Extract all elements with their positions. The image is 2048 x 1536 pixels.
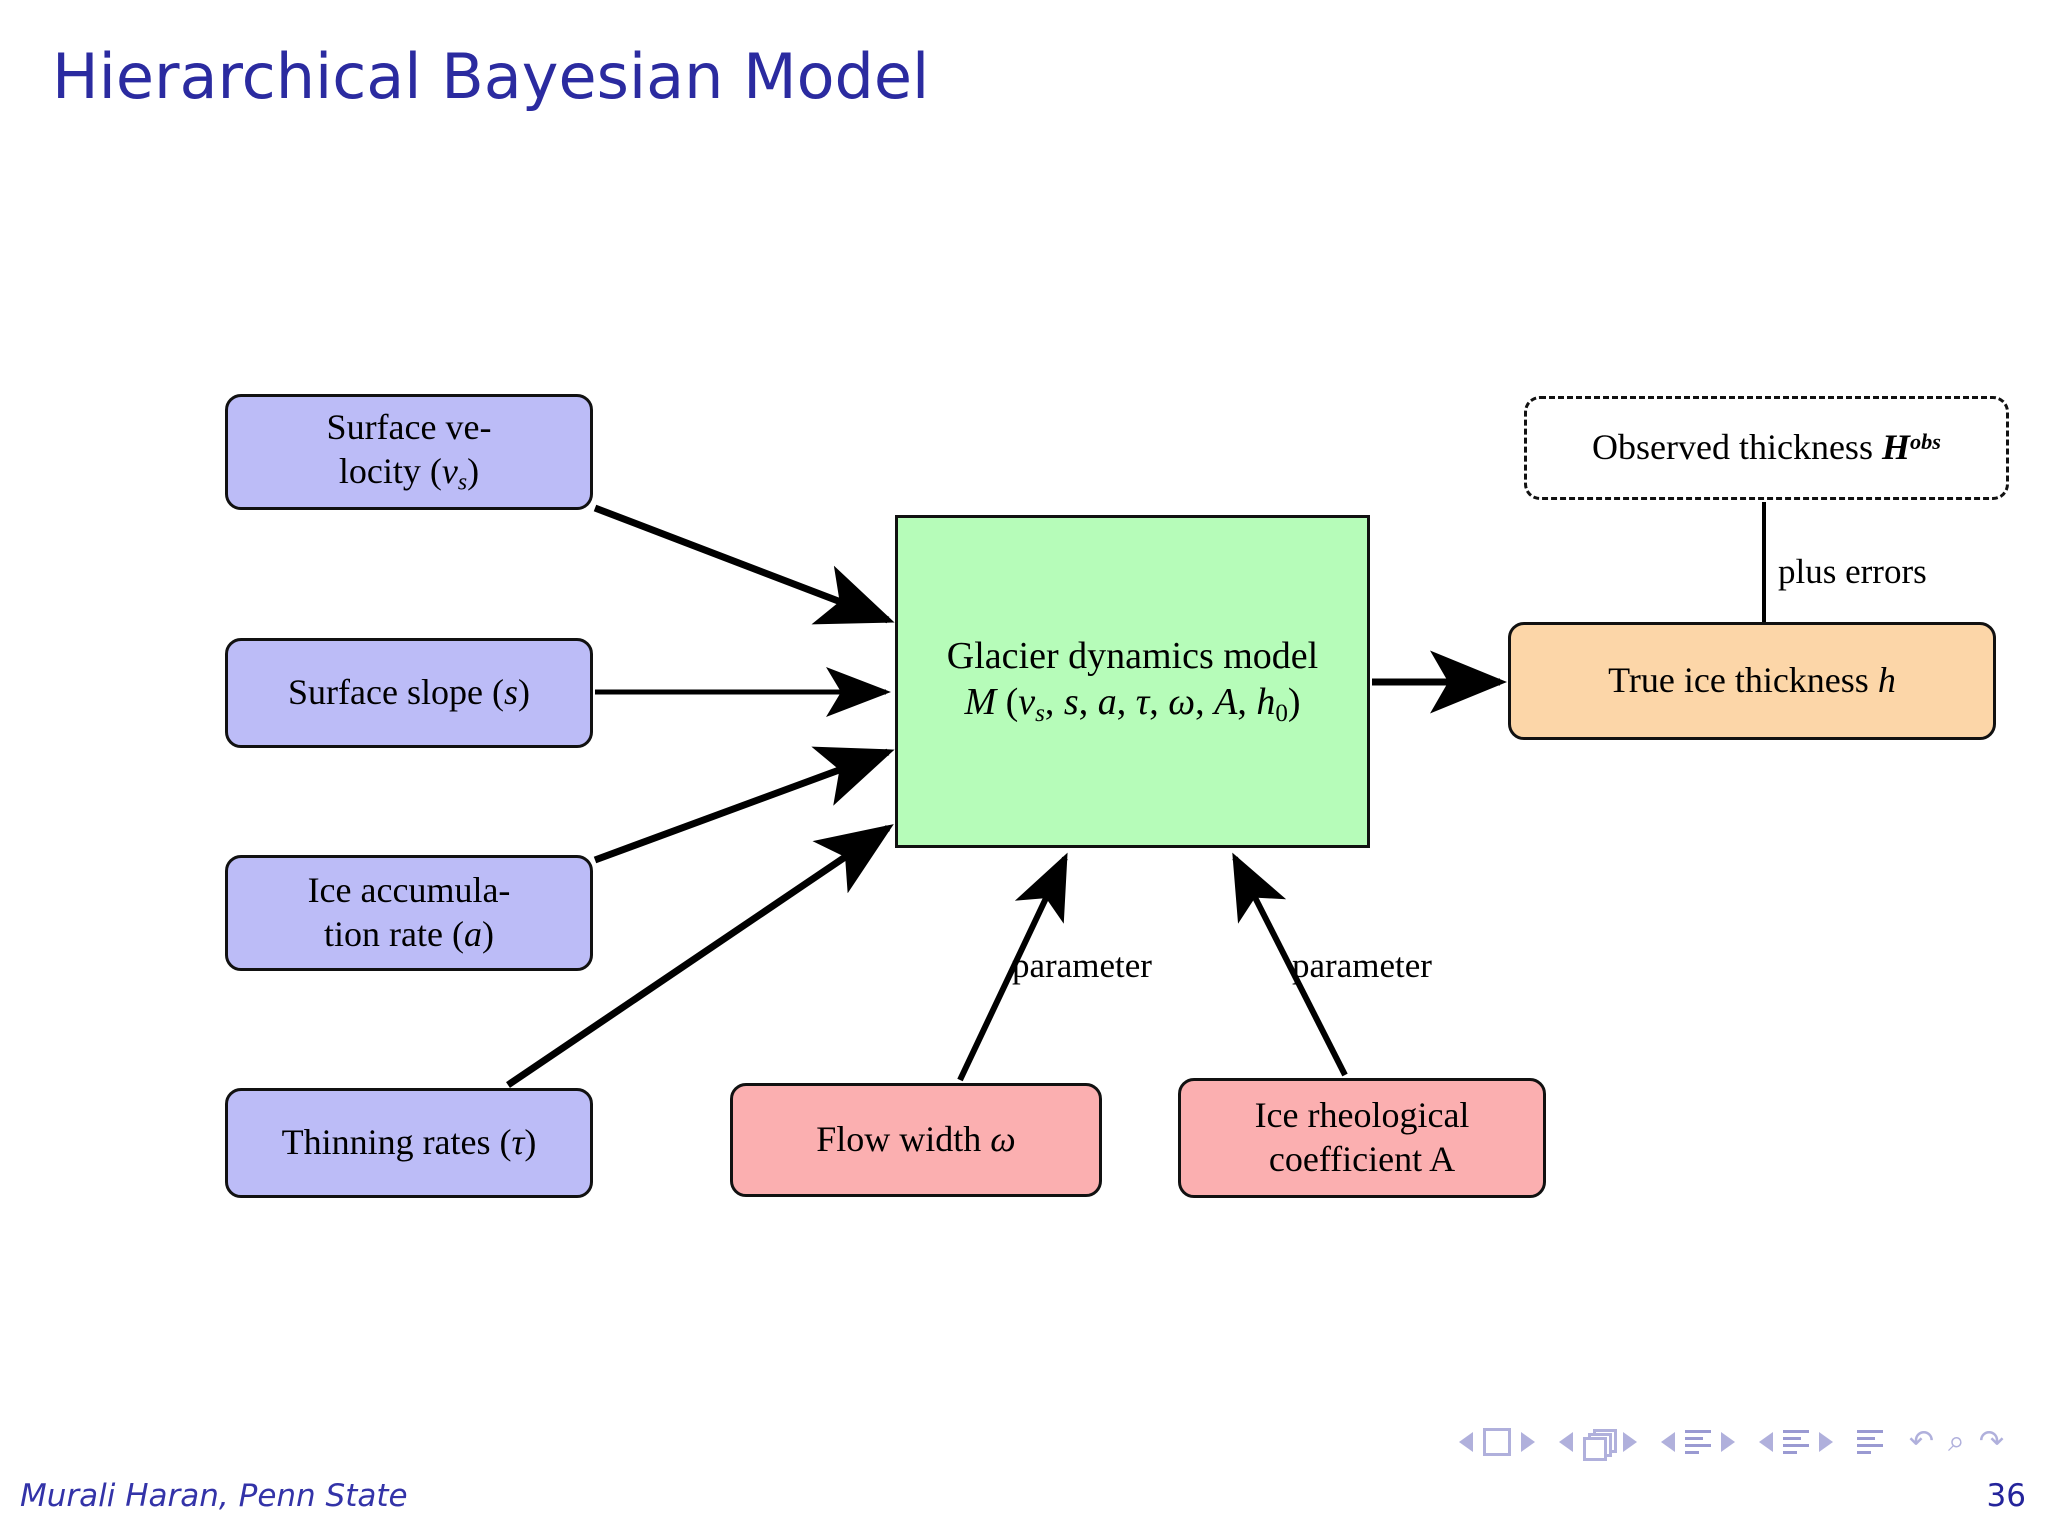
node-ice-rheological-line2: coefficient A (1268, 1139, 1456, 1179)
math-var-a: a (463, 914, 482, 954)
math-sep: , (1195, 681, 1215, 724)
math-sep: , (1149, 681, 1169, 724)
node-ice-accumulation-line1: Ice accumula- (307, 870, 511, 911)
edge-ice-accumulation-to-model (593, 746, 895, 864)
node-thinning-rates[interactable]: Thinning rates (τ) (225, 1088, 593, 1198)
nav-forward-icon[interactable]: ↷ (1978, 1424, 2004, 1459)
nav-toc-icon[interactable] (1856, 1430, 1883, 1454)
math-sub-s: s (457, 469, 468, 496)
math-arg-omega: ω (1168, 681, 1196, 724)
math-var-h: h (1877, 660, 1896, 701)
node-flow-width[interactable]: Flow width ω (730, 1083, 1102, 1197)
math-paren-open: ( (996, 681, 1019, 724)
math-paren-close: ) (467, 451, 480, 492)
node-true-thickness-label: True ice thickness h (1608, 659, 1896, 703)
nav-subsection-icon[interactable] (1582, 1429, 1617, 1461)
nav-section-icon[interactable] (1684, 1430, 1711, 1454)
edge-surface-velocity-to-model (593, 504, 895, 625)
nav-prev-subsection-icon[interactable] (1558, 1432, 1573, 1452)
node-surface-slope-label: Surface slope (s) (288, 671, 530, 715)
nav-group-history: ↶ ⌕ ↷ (1907, 1427, 2006, 1457)
math-arg-A: A (1214, 681, 1238, 724)
math-sub-0: 0 (1275, 700, 1288, 728)
math-paren-close: ) (517, 672, 530, 713)
edge-label-plus-errors: plus errors (1778, 552, 1927, 591)
node-surface-velocity-line2: locity ( (338, 451, 442, 492)
nav-prev-frame-icon[interactable] (1458, 1432, 1473, 1452)
nav-group-subsection (1558, 1429, 1637, 1461)
node-surface-slope-text: Surface slope ( (288, 672, 504, 713)
nav-search-icon[interactable]: ⌕ (1948, 1424, 1965, 1459)
node-ice-accumulation-label: Ice accumula-tion rate (a) (308, 869, 511, 957)
node-surface-velocity-line1: Surface ve- (326, 407, 492, 448)
node-flow-width-text: Flow width (816, 1119, 991, 1160)
nav-group-frame (1458, 1428, 1535, 1456)
nav-group-toc (1856, 1430, 1883, 1454)
edge-label-parameter-left: parameter (1012, 946, 1152, 985)
nav-next-section-icon[interactable] (1720, 1432, 1735, 1452)
math-sep: , (1237, 681, 1257, 724)
math-var-H: H (1881, 427, 1910, 468)
node-ice-accumulation-line2: tion rate ( (324, 914, 464, 954)
node-thinning-rates-text: Thinning rates ( (281, 1122, 512, 1163)
math-fn-M: M (964, 681, 997, 724)
nav-prev-part-icon[interactable] (1758, 1432, 1773, 1452)
math-arg-a: a (1097, 681, 1117, 724)
node-observed-thickness-text: Observed thickness (1592, 427, 1882, 468)
node-ice-accumulation-rate[interactable]: Ice accumula-tion rate (a) (225, 855, 593, 971)
node-true-ice-thickness[interactable]: True ice thickness h (1508, 622, 1996, 740)
math-var-tau: τ (511, 1122, 525, 1163)
node-ice-rheological-line1: Ice rheological (1254, 1095, 1470, 1136)
node-surface-slope[interactable]: Surface slope (s) (225, 638, 593, 748)
math-sub-s: s (1035, 700, 1045, 728)
nav-prev-section-icon[interactable] (1660, 1432, 1675, 1452)
nav-frame-icon[interactable] (1482, 1428, 1511, 1456)
node-surface-velocity[interactable]: Surface ve-locity (vs) (225, 394, 593, 510)
page-title: Hierarchical Bayesian Model (52, 40, 930, 113)
math-arg-tau: τ (1135, 681, 1150, 724)
node-true-thickness-text: True ice thickness (1608, 660, 1878, 701)
footer-page-number: 36 (1986, 1478, 2026, 1514)
footer-author: Murali Haran, Penn State (20, 1478, 408, 1514)
nav-next-part-icon[interactable] (1818, 1432, 1833, 1452)
math-sep: , (1116, 681, 1136, 724)
nav-next-frame-icon[interactable] (1520, 1432, 1535, 1452)
node-flow-width-label: Flow width ω (816, 1118, 1015, 1162)
node-surface-velocity-label: Surface ve-locity (vs) (327, 406, 492, 498)
math-paren-close: ) (1287, 681, 1301, 724)
math-paren-close: ) (481, 914, 494, 954)
math-var-omega: ω (990, 1119, 1016, 1160)
nav-part-icon[interactable] (1782, 1430, 1809, 1454)
nav-group-section (1660, 1430, 1735, 1454)
beamer-navigation-bar[interactable]: ↶ ⌕ ↷ (1458, 1420, 2030, 1464)
hierarchical-bayesian-model-diagram: Surface ve-locity (vs) Surface slope (s)… (225, 394, 2009, 1198)
math-var-s: s (503, 672, 518, 713)
node-observed-thickness[interactable]: Observed thickness Hobs (1524, 396, 2009, 500)
nav-next-subsection-icon[interactable] (1622, 1432, 1637, 1452)
math-sup-obs: obs (1909, 429, 1941, 455)
math-sep: , (1044, 681, 1064, 724)
node-observed-thickness-label: Observed thickness Hobs (1592, 426, 1941, 470)
math-arg-v: v (1018, 681, 1036, 724)
node-thinning-rates-label: Thinning rates (τ) (282, 1121, 537, 1165)
math-paren-close: ) (524, 1122, 537, 1163)
edge-label-parameter-right: parameter (1292, 946, 1432, 985)
node-glacier-model-line1: Glacier dynamics model (946, 635, 1319, 678)
math-arg-h: h (1256, 681, 1276, 724)
nav-back-icon[interactable]: ↶ (1908, 1424, 1935, 1459)
math-var-v: v (441, 451, 458, 492)
slide-footer: Murali Haran, Penn State 36 (0, 1470, 2048, 1536)
nav-group-part (1758, 1430, 1833, 1454)
math-sep: , (1078, 681, 1098, 724)
math-arg-s: s (1063, 681, 1079, 724)
